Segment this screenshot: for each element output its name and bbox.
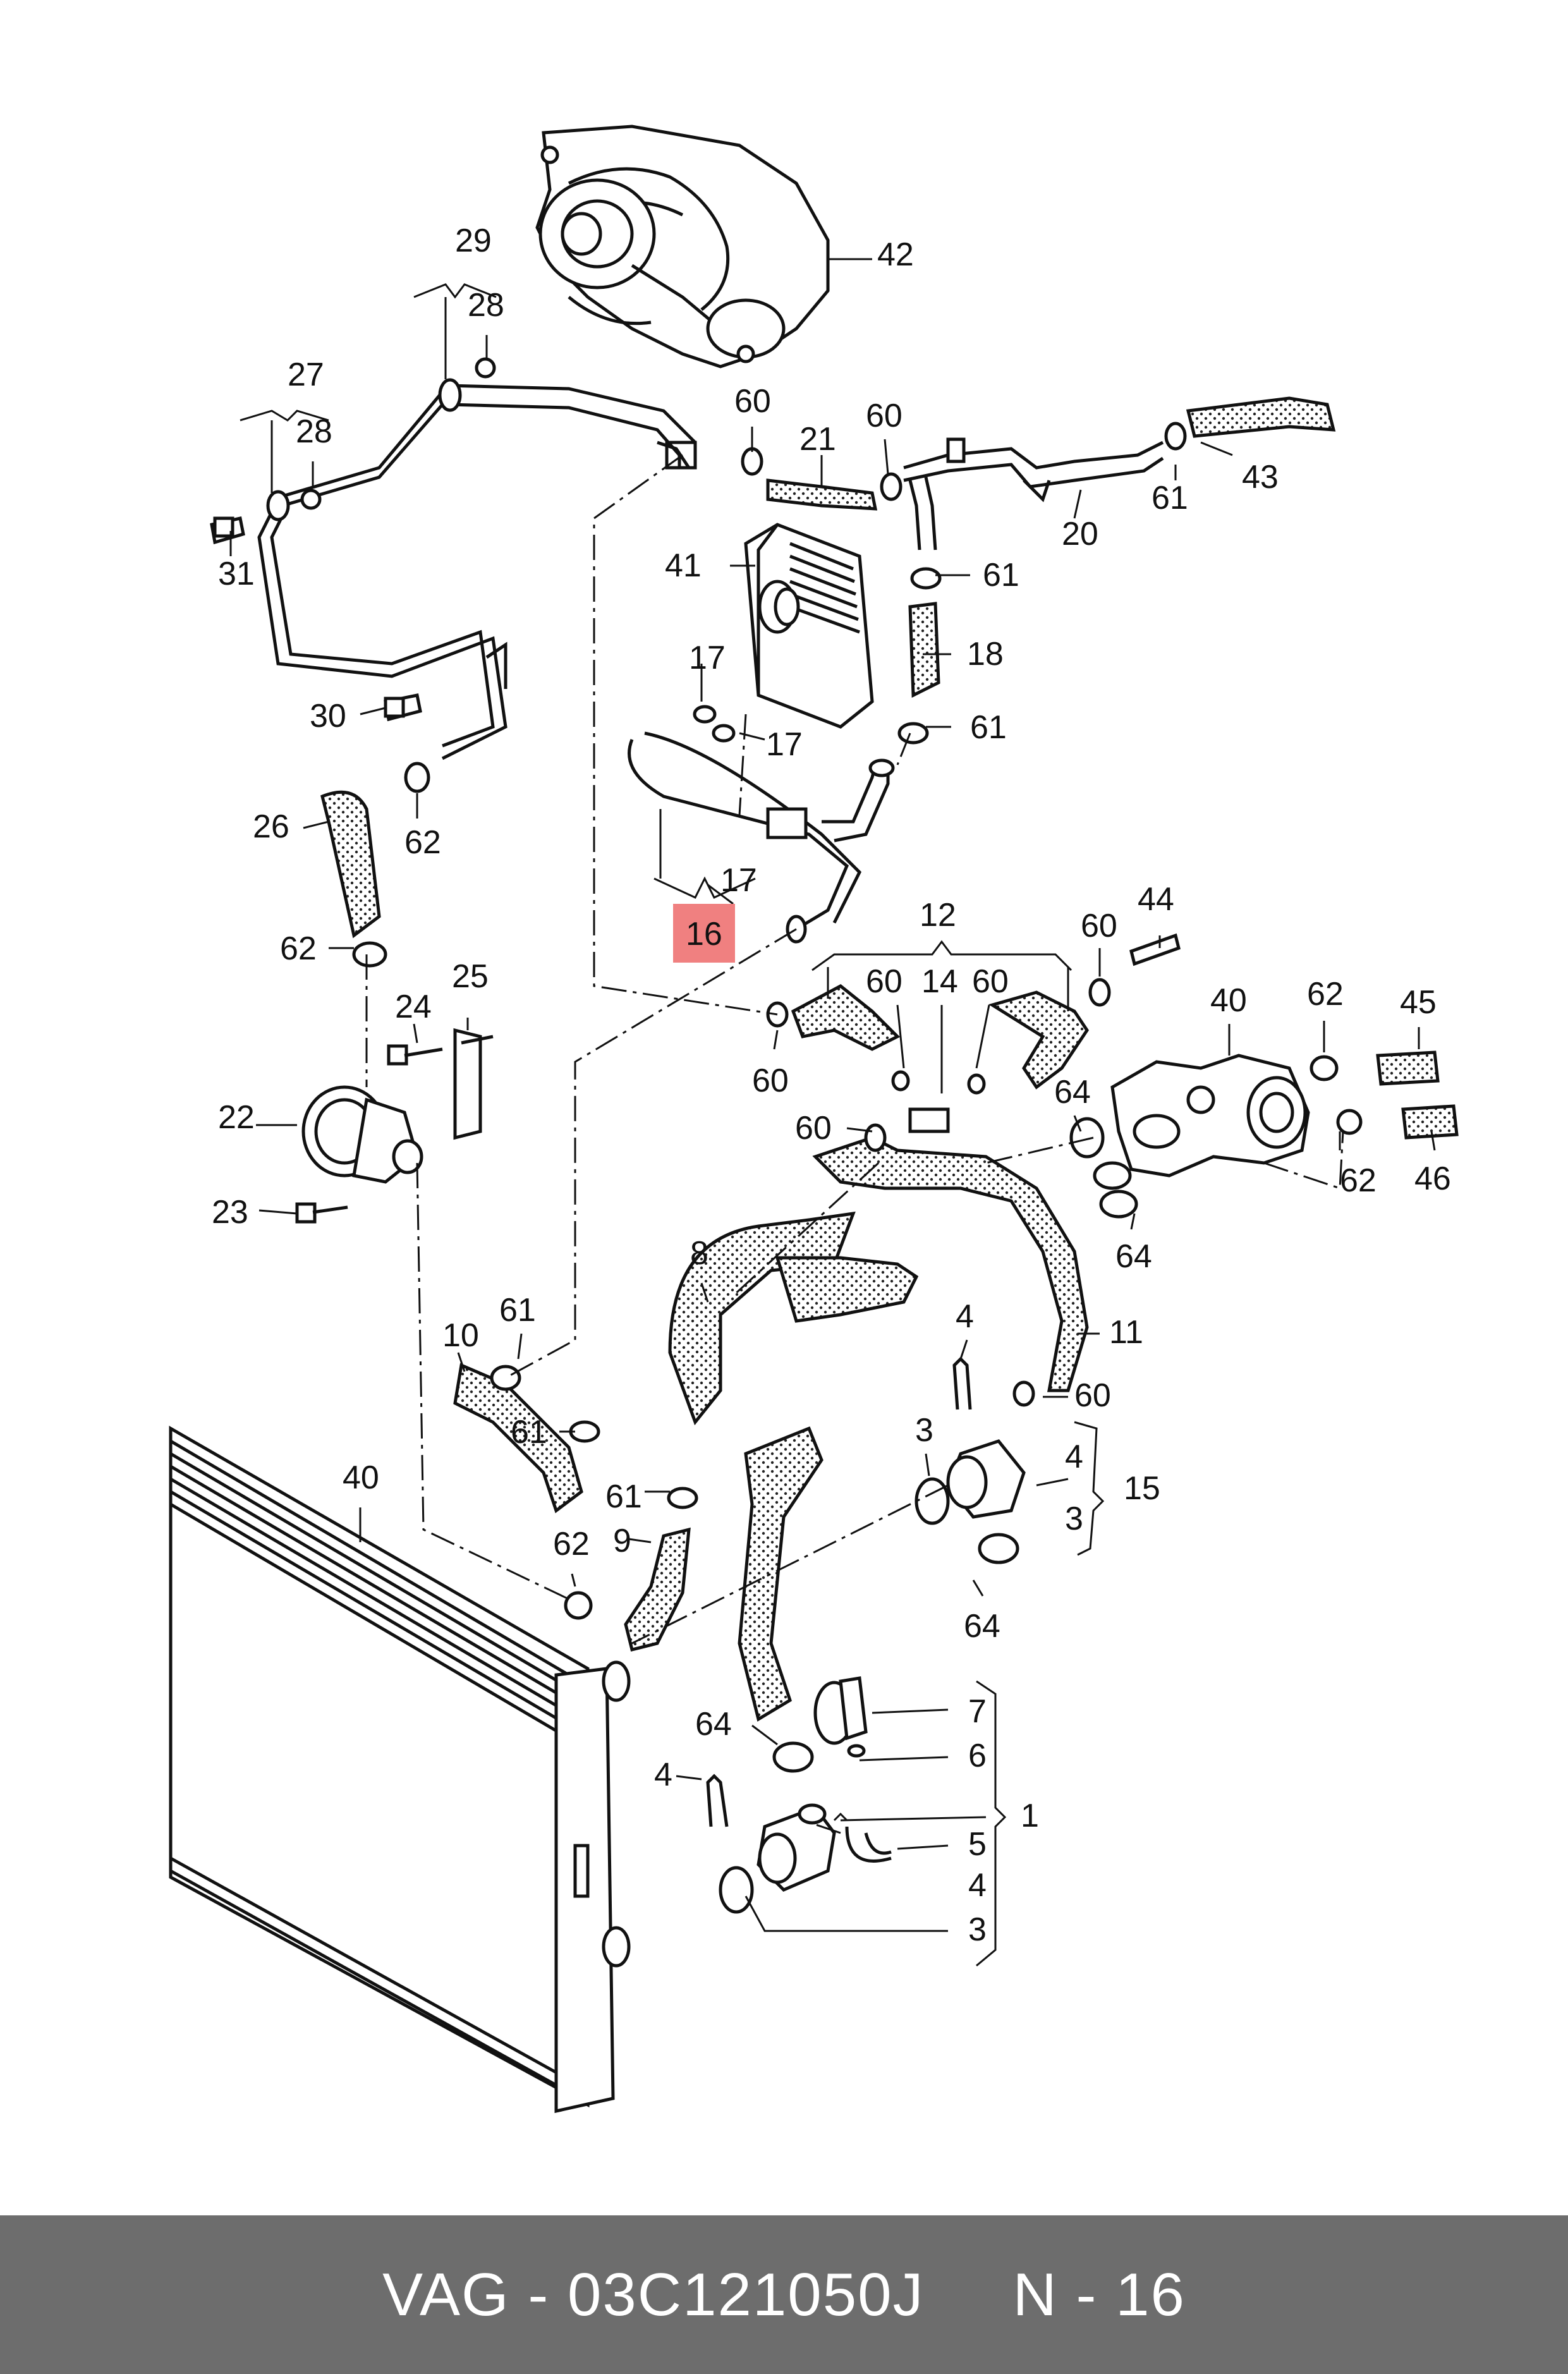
callout-46: 46 bbox=[1414, 1160, 1451, 1197]
callout-61: 61 bbox=[983, 557, 1019, 594]
turbocharger bbox=[535, 125, 830, 368]
callout-60: 60 bbox=[795, 1110, 832, 1147]
callout-11: 11 bbox=[1109, 1314, 1143, 1351]
callout-20: 20 bbox=[1062, 516, 1098, 552]
callout-21: 21 bbox=[799, 421, 836, 458]
callout-3: 3 bbox=[1065, 1500, 1083, 1537]
callout-31: 31 bbox=[218, 556, 255, 592]
diagram-position: N - 16 bbox=[1012, 2260, 1186, 2328]
callout-4: 4 bbox=[654, 1756, 672, 1793]
coolant-pipe-16 bbox=[628, 731, 895, 944]
callout-12: 12 bbox=[920, 897, 956, 934]
callout-40: 40 bbox=[1210, 982, 1247, 1019]
pipe-clamps bbox=[210, 357, 496, 722]
callout-4: 4 bbox=[968, 1867, 987, 1904]
callout-7: 7 bbox=[968, 1693, 987, 1730]
callout-4: 4 bbox=[1065, 1439, 1083, 1475]
highlight-box bbox=[673, 904, 735, 963]
radiator bbox=[169, 1425, 631, 2114]
callout-60: 60 bbox=[972, 963, 1009, 1000]
callout-64: 64 bbox=[1115, 1238, 1152, 1275]
oil-cooler bbox=[744, 523, 874, 729]
callout-42: 42 bbox=[877, 236, 914, 273]
o-rings bbox=[719, 1117, 1138, 1914]
callout-26: 26 bbox=[253, 808, 289, 845]
callout-62: 62 bbox=[1307, 976, 1344, 1013]
callout-3: 3 bbox=[915, 1412, 933, 1449]
coolant-pipe-29 bbox=[448, 384, 697, 470]
callout-15: 15 bbox=[1124, 1470, 1160, 1507]
seal-rings-17 bbox=[693, 705, 736, 743]
hose-clamps bbox=[352, 422, 1363, 1773]
bolts bbox=[213, 516, 1181, 1224]
callout-44: 44 bbox=[1138, 881, 1174, 918]
callout-16: 16 bbox=[686, 916, 722, 953]
thermostat-housing bbox=[1110, 1054, 1310, 1178]
callout-45: 45 bbox=[1400, 984, 1437, 1021]
callout-61: 61 bbox=[970, 709, 1007, 746]
callout-60: 60 bbox=[752, 1062, 789, 1099]
callout-61: 61 bbox=[605, 1478, 642, 1515]
callout-29: 29 bbox=[455, 222, 492, 259]
callout-41: 41 bbox=[665, 547, 702, 584]
callout-64: 64 bbox=[1054, 1074, 1091, 1111]
callout-17: 17 bbox=[689, 640, 726, 676]
leader-lines bbox=[229, 258, 1436, 1967]
callout-24: 24 bbox=[395, 989, 432, 1025]
callout-14: 14 bbox=[921, 963, 958, 1000]
callout-8: 8 bbox=[690, 1235, 708, 1272]
hoses bbox=[320, 396, 1459, 1722]
callout-25: 25 bbox=[452, 958, 489, 995]
cooling-system-exploded-diagram: 42 29 28 27 28 31 30 60 21 60 61 43 20 4… bbox=[169, 125, 1459, 2114]
callout-1: 1 bbox=[1021, 1798, 1039, 1834]
callout-60: 60 bbox=[866, 398, 903, 434]
callout-9: 9 bbox=[613, 1523, 631, 1559]
coolant-pipe-20 bbox=[903, 437, 1164, 551]
callout-62: 62 bbox=[1340, 1162, 1377, 1199]
callout-6: 6 bbox=[968, 1738, 987, 1774]
callout-3: 3 bbox=[968, 1911, 987, 1948]
callout-60: 60 bbox=[734, 383, 771, 420]
callout-64: 64 bbox=[964, 1608, 1000, 1645]
callout-27: 27 bbox=[288, 356, 324, 393]
callout-60: 60 bbox=[866, 963, 903, 1000]
callout-30: 30 bbox=[310, 698, 346, 734]
callout-60: 60 bbox=[1074, 1377, 1111, 1414]
callout-5: 5 bbox=[968, 1826, 987, 1863]
callout-17: 17 bbox=[720, 862, 757, 899]
part-number: VAG - 03C121050J bbox=[382, 2260, 925, 2328]
callout-22: 22 bbox=[218, 1099, 255, 1136]
callout-62: 62 bbox=[280, 930, 317, 967]
callout-62: 62 bbox=[404, 824, 441, 861]
callout-61: 61 bbox=[511, 1414, 547, 1451]
callout-40: 40 bbox=[343, 1459, 379, 1496]
callout-62: 62 bbox=[553, 1526, 590, 1562]
callout-17: 17 bbox=[766, 726, 803, 763]
callout-18: 18 bbox=[967, 636, 1004, 673]
callout-61: 61 bbox=[1152, 480, 1188, 516]
connection-flange bbox=[757, 1439, 1026, 1892]
temperature-sender bbox=[839, 1676, 868, 1741]
connection-lines bbox=[365, 454, 1344, 1834]
callout-28: 28 bbox=[468, 287, 504, 324]
callout-4: 4 bbox=[956, 1298, 974, 1335]
callout-60: 60 bbox=[1081, 908, 1117, 944]
callout-labels: 42 29 28 27 28 31 30 60 21 60 61 43 20 4… bbox=[212, 222, 1451, 1948]
callout-23: 23 bbox=[212, 1194, 248, 1231]
coolant-pump bbox=[301, 1028, 494, 1184]
callout-61: 61 bbox=[499, 1292, 536, 1329]
part-number-banner: VAG - 03C121050J N - 16 bbox=[0, 2215, 1568, 2374]
callout-10: 10 bbox=[442, 1317, 479, 1354]
callout-43: 43 bbox=[1242, 459, 1279, 496]
callout-64: 64 bbox=[695, 1706, 732, 1743]
callout-28: 28 bbox=[296, 413, 332, 450]
